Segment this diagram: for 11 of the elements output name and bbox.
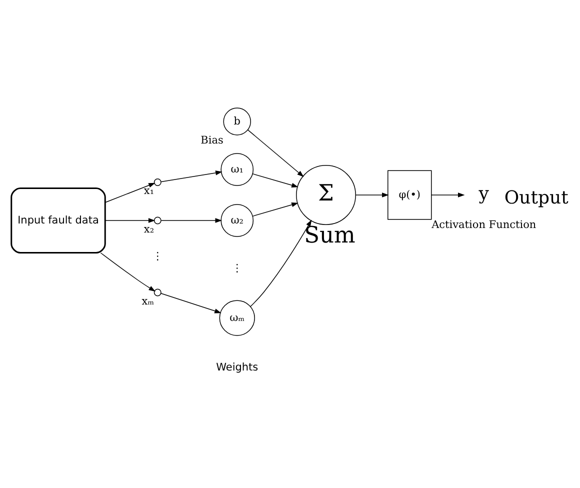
node-label: xₘ [142, 294, 154, 307]
node-label: x₂ [144, 222, 154, 235]
node-label: Bias [200, 134, 224, 146]
node-label: Output [504, 186, 568, 208]
label: ⋮ [152, 250, 163, 262]
node-text: y [478, 183, 489, 204]
label: Weights [216, 360, 258, 373]
label: ⋮ [232, 262, 242, 274]
node-label: Activation Function [432, 218, 536, 230]
node-label: x₁ [144, 184, 154, 197]
node-label: Sum [304, 222, 356, 248]
